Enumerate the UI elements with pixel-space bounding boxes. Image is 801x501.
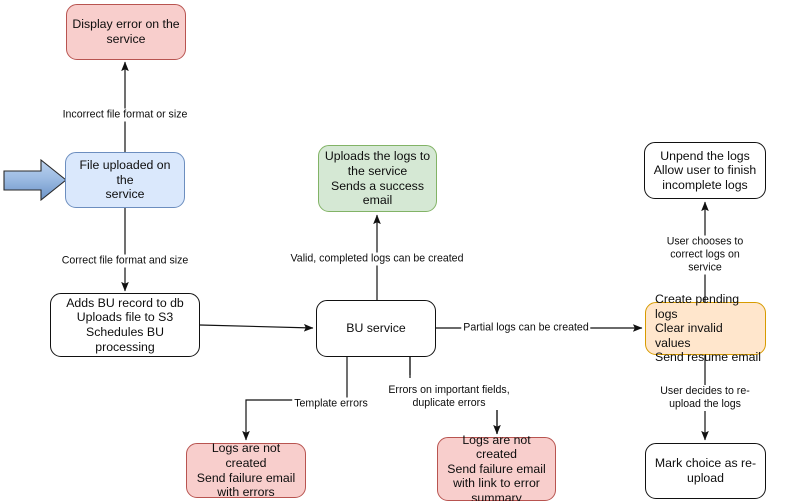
edge-label-partial-logs: Partial logs can be created <box>461 321 591 335</box>
node-mark-reupload[interactable]: Mark choice as re- upload <box>645 443 766 499</box>
node-logs-not-created-errors[interactable]: Logs are not created Send failure email … <box>186 441 306 499</box>
node-uploads-logs[interactable]: Uploads the logs to the service Sends a … <box>318 145 437 212</box>
edge-label-errors-important-fields: Errors on important fields, duplicate er… <box>386 384 512 410</box>
edge-label-user-decides-reupload: User decides to re-upload the logs <box>657 385 753 411</box>
edge-label-incorrect-format: Incorrect file format or size <box>60 108 190 122</box>
node-adds-bu-record[interactable]: Adds BU record to db Uploads file to S3 … <box>50 293 200 357</box>
node-logs-not-created-summary[interactable]: Logs are not created Send failure email … <box>437 433 556 501</box>
node-unpend-logs[interactable]: Unpend the logs Allow user to finish inc… <box>644 142 766 199</box>
edge-label-user-chooses-correct: User chooses to correct logs on service <box>657 235 753 275</box>
node-display-error[interactable]: Display error on the service <box>66 4 186 60</box>
edge-label-template-errors: Template errors <box>292 397 370 411</box>
node-file-uploaded[interactable]: File uploaded on the service <box>65 152 185 208</box>
edge-label-valid-completed: Valid, completed logs can be created <box>288 252 466 266</box>
node-create-pending-logs[interactable]: Create pending logs Clear invalid values… <box>645 292 766 364</box>
edge-label-correct-format: Correct file format and size <box>59 254 191 268</box>
node-bu-service[interactable]: BU service <box>316 300 436 357</box>
